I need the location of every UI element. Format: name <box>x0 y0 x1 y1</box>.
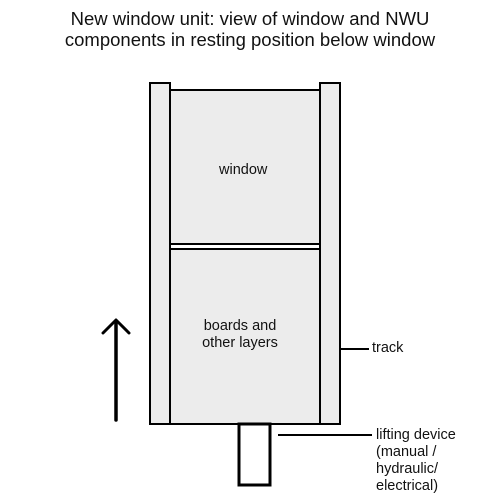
title-line-2: components in resting position below win… <box>64 29 436 50</box>
lifting-label-line-4: electrical) <box>376 478 439 494</box>
left-track-rail <box>149 82 171 425</box>
lifting-label-line-1: lifting device <box>376 427 456 443</box>
window-panel <box>169 89 321 245</box>
boards-panel <box>169 248 321 425</box>
lifting-device-label: lifting device (manual / hydraulic/ elec… <box>376 427 456 495</box>
boards-label-line-2: other layers <box>202 335 278 351</box>
lifting-label-line-3: hydraulic/ <box>376 461 439 477</box>
window-label: window <box>219 162 268 178</box>
boards-label: boards and other layers <box>190 318 290 352</box>
up-arrow-icon <box>101 318 131 422</box>
title-line-1: New window unit: view of window and NWU <box>70 8 430 29</box>
lifting-device <box>237 422 272 487</box>
boards-label-line-1: boards and <box>203 318 277 334</box>
track-label: track <box>372 340 404 356</box>
lifting-label-line-2: (manual / <box>376 444 437 460</box>
diagram-title: New window unit: view of window and NWU … <box>0 8 500 50</box>
right-track-rail <box>319 82 341 425</box>
